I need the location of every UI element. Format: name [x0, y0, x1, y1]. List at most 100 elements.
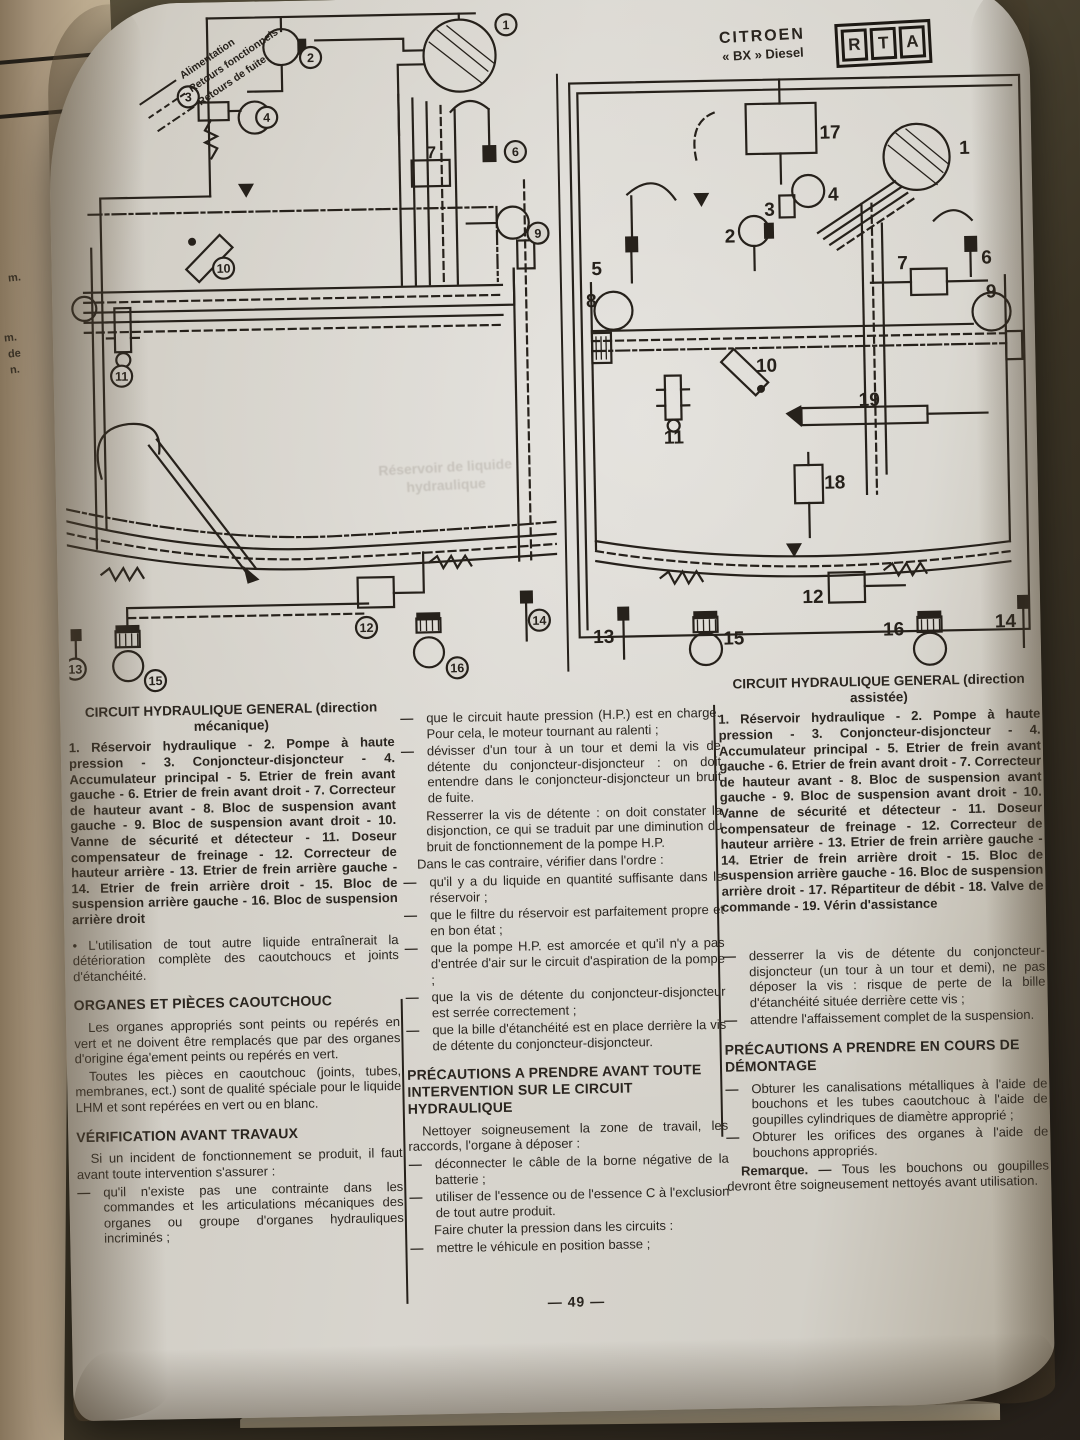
dash-marker: — — [404, 940, 418, 957]
callout-number-15: 15 — [148, 674, 162, 688]
text-block: 1. Réservoir hydraulique - 2. Pompe à ha… — [68, 734, 398, 928]
callout-number-10: 10 — [756, 356, 778, 377]
previous-page-text-fragment: m. — [7, 271, 22, 285]
dash-marker: — — [408, 1156, 422, 1172]
text-block: —qu'il y a du liquide en quantité suffis… — [403, 868, 724, 905]
callout-number-12: 12 — [359, 621, 373, 635]
dash-marker: — — [403, 907, 418, 923]
callout-number-15: 15 — [723, 628, 745, 649]
text-block: Nettoyer soigneusement la zone de travai… — [408, 1117, 729, 1155]
callout-number-16: 16 — [883, 619, 905, 640]
callout-number-2: 2 — [307, 51, 314, 65]
dash-marker: — — [400, 710, 414, 726]
callout-number-7: 7 — [426, 143, 436, 162]
dash-marker: — — [723, 1012, 738, 1029]
rta-logo-letter: T — [869, 26, 898, 61]
previous-page-text-fragment: n. — [9, 363, 21, 377]
callout-number-3: 3 — [185, 90, 192, 104]
text-block: Les organes appropriés sont peints ou re… — [74, 1014, 401, 1067]
callout-number-16: 16 — [450, 661, 464, 675]
text-block: —desserrer la vis de détente du conjonct… — [722, 942, 1046, 1011]
section-heading: VÉRIFICATION AVANT TRAVAUX — [76, 1124, 299, 1145]
callout-number-19: 19 — [858, 390, 880, 411]
callout-number-8: 8 — [586, 291, 597, 312]
dash-marker: — — [406, 1022, 420, 1039]
callout-number-17: 17 — [819, 122, 841, 143]
section-heading: PRÉCAUTIONS A PRENDRE AVANT TOUTE INTERV… — [406, 1061, 702, 1117]
text-block: —mettre le véhicule en position basse ; — [410, 1236, 651, 1256]
text-block: Si un incident de fonctionnement se prod… — [76, 1145, 403, 1183]
callout-number-14: 14 — [532, 614, 546, 628]
vehicle-header: CITROEN « BX » Diesel — [687, 24, 839, 66]
callout-number-3: 3 — [764, 200, 775, 221]
dash-marker: — — [405, 989, 419, 1005]
section-heading: CIRCUIT HYDRAULIQUE GENERAL (direction a… — [732, 670, 1025, 706]
callout-number-5: 5 — [591, 259, 602, 280]
dash-marker: — — [403, 874, 417, 890]
callout-number-9: 9 — [534, 227, 541, 241]
callout-circle-2 — [298, 45, 323, 70]
page-number: — 49 — — [547, 1293, 606, 1311]
dash-marker: — — [410, 1240, 424, 1256]
text-block: —attendre l'affaissement complet de la s… — [723, 1007, 1035, 1029]
text-block: —dévisser d'un tour à un tour et demi la… — [400, 737, 722, 806]
text-block: —qu'il n'existe pas une contrainte dans … — [77, 1178, 404, 1247]
callout-number-2: 2 — [725, 226, 736, 247]
text-block: —déconnecter le câble de la borne négati… — [408, 1150, 729, 1187]
callout-number-13: 13 — [68, 662, 82, 676]
callout-circle-16 — [445, 656, 469, 680]
text-block: 1. Réservoir hydraulique - 2. Pompe à ha… — [718, 705, 1044, 915]
callout-circle-6 — [503, 139, 527, 164]
callout-circle-14 — [527, 608, 551, 632]
callout-circle-12 — [354, 615, 379, 640]
text-block: —que la pompe H.P. est amorcée et qu'il … — [404, 935, 726, 987]
dash-marker: — — [409, 1189, 423, 1206]
section-heading: PRÉCAUTIONS A PRENDRE EN COURS DE DÉMONT… — [724, 1036, 1020, 1075]
text-block: —que le filtre du réservoir est parfaite… — [403, 901, 725, 939]
callout-number-9: 9 — [986, 281, 997, 302]
text-column-left: CIRCUIT HYDRAULIQUE GENERAL (direction m… — [68, 699, 404, 1249]
text-block: —que la vis de détente du conjoncteur-di… — [405, 983, 726, 1021]
previous-page-text-fragment: de — [7, 347, 22, 361]
callout-circle-10 — [211, 256, 236, 280]
text-block: —que la bille d'étanchéité est en place … — [406, 1016, 727, 1054]
dash-marker: — — [400, 743, 415, 760]
text-column-right: CIRCUIT HYDRAULIQUE GENERAL (direction a… — [718, 671, 1050, 1197]
callout-number-1: 1 — [502, 18, 509, 32]
callout-number-4: 4 — [263, 111, 270, 125]
previous-page-text-fragment: m. — [3, 331, 18, 345]
section-heading: ORGANES ET PIÈCES CAOUTCHOUC — [73, 992, 333, 1014]
text-block: —Obturer les canalisations métalliques à… — [725, 1075, 1048, 1128]
rta-logo-letter: R — [840, 28, 869, 62]
text-block: Toutes les pièces en caoutchouc (joints,… — [75, 1062, 402, 1116]
callout-number-6: 6 — [981, 247, 992, 268]
callout-number-12: 12 — [802, 587, 824, 608]
callout-number-1: 1 — [959, 138, 970, 159]
dash-marker: — — [77, 1184, 91, 1200]
callout-circle-4 — [255, 105, 279, 129]
callout-circle-1 — [494, 13, 518, 37]
rta-logo-letter: A — [898, 25, 927, 59]
text-column-middle: —que le circuit haute pression (H.P.) es… — [400, 705, 730, 1259]
text-block: Remarque. — Tous les bouchons ou goupill… — [727, 1157, 1050, 1194]
section-heading: CIRCUIT HYDRAULIQUE GENERAL (direction m… — [84, 699, 378, 735]
text-block: • L'utilisation de tout autre liquide en… — [72, 931, 399, 984]
callout-number-18: 18 — [824, 472, 846, 493]
text-block: Resserrer la vis de détente : on doit co… — [425, 802, 723, 855]
callout-number-4: 4 — [828, 184, 839, 205]
paragraph-lead: Remarque. — — [740, 1161, 842, 1179]
callout-number-14: 14 — [995, 611, 1017, 632]
text-block: —que le circuit haute pression (H.P.) es… — [400, 704, 721, 741]
dash-marker: — — [726, 1129, 740, 1146]
callout-number-7: 7 — [897, 253, 908, 274]
text-block: —Obturer les orifices des organes à l'ai… — [726, 1123, 1049, 1161]
text-block: —utiliser de l'essence ou de l'essence C… — [409, 1183, 730, 1221]
callout-circle-9 — [526, 221, 550, 245]
callout-number-6: 6 — [512, 145, 519, 159]
callout-number-11: 11 — [664, 427, 685, 448]
callout-number-11: 11 — [115, 370, 129, 384]
